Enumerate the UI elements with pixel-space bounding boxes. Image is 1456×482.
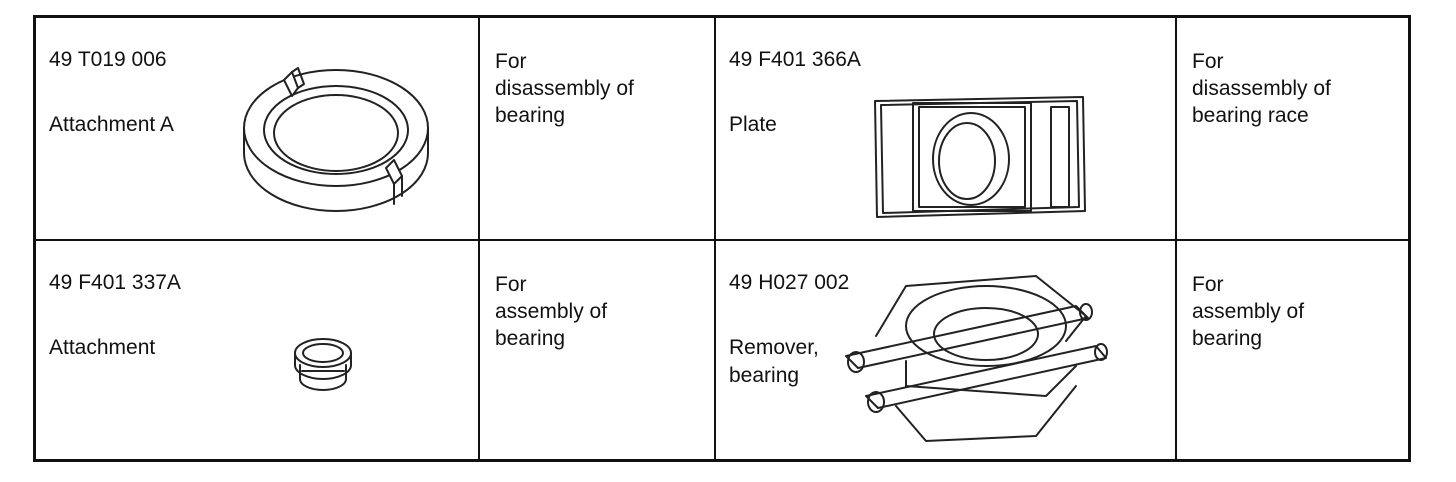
tool-name: Attachment (49, 336, 156, 359)
tool-cell-attachment-a: 49 T019 006 Attachment A (36, 18, 480, 241)
tool-number: 49 H027 002 (729, 271, 850, 294)
tool-use: For disassembly of bearing (495, 50, 634, 127)
use-cell-3: For assembly of bearing (480, 241, 716, 459)
tool-number: 49 F401 366A (729, 48, 861, 71)
tool-name: Attachment A (49, 113, 174, 136)
small-attachment-icon (288, 333, 358, 403)
tool-use: For assembly of bearing (1192, 273, 1305, 350)
special-tool-table: 49 T019 006 Attachment A F (33, 15, 1411, 462)
split-ring-attachment-icon (236, 58, 436, 218)
tool-cell-plate: 49 F401 366A Plate (716, 18, 1177, 241)
tool-cell-attachment: 49 F401 337A Attachment (36, 241, 480, 459)
tool-number: 49 F401 337A (49, 271, 181, 294)
bearing-remover-icon (836, 266, 1116, 451)
tool-use: For disassembly of bearing race (1192, 50, 1331, 127)
use-cell-2: For disassembly of bearing race (1177, 18, 1408, 241)
tool-use: For assembly of bearing (495, 273, 608, 350)
tool-name: Remover, bearing (729, 336, 819, 387)
tool-cell-bearing-remover: 49 H027 002 Remover, bearing (716, 241, 1177, 459)
tool-name: Plate (729, 113, 777, 136)
use-cell-4: For assembly of bearing (1177, 241, 1408, 459)
plate-icon (871, 93, 1091, 223)
tool-number: 49 T019 006 (49, 48, 167, 71)
use-cell-1: For disassembly of bearing (480, 18, 716, 241)
